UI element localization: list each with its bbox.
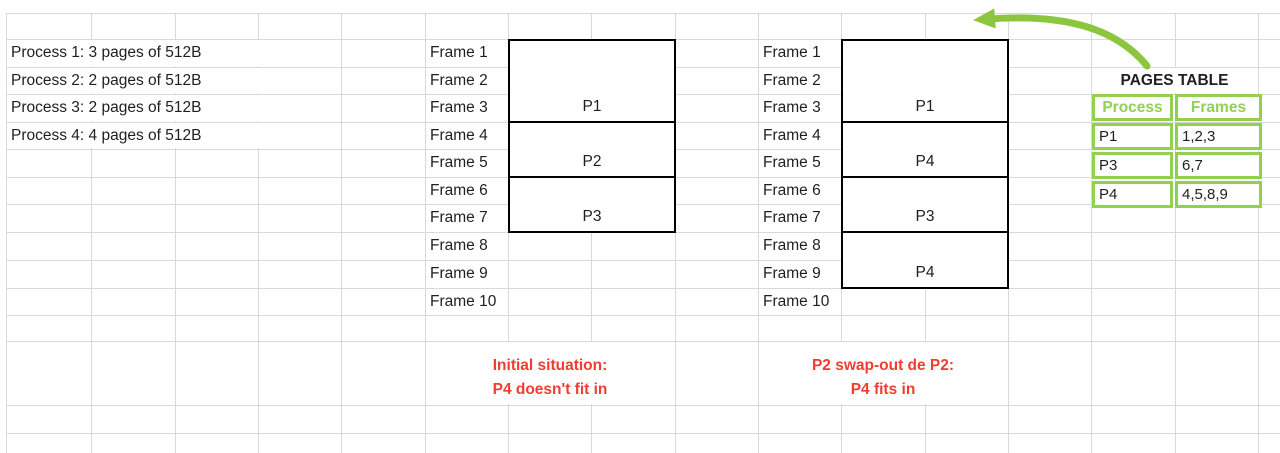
memory-box-p3-right[interactable]: P3 [841,176,1009,233]
pages-table-cell[interactable]: 1,2,3 [1175,123,1262,150]
memory-box-p1-left[interactable]: P1 [508,39,676,123]
memory-box-label: P1 [582,98,602,115]
frame-label-cell[interactable]: Frame 4 [763,126,821,144]
gridline [1175,13,1176,453]
frame-label-cell[interactable]: Frame 1 [430,44,488,61]
frame-label-cell[interactable]: Frame 8 [430,237,488,254]
gridline [341,13,342,453]
pages-table-cell[interactable]: P4 [1092,181,1173,208]
gridline [675,13,676,453]
gridline [6,288,1280,289]
memory-box-p2-left[interactable]: P2 [508,121,676,178]
memory-box-label: P2 [582,153,602,170]
caption-line: P2 swap-out de P2: [811,357,955,374]
frame-label-cell[interactable]: Frame 9 [763,265,821,282]
frame-label-cell[interactable]: Frame 8 [763,237,821,254]
pages-table-header-process[interactable]: Process [1092,94,1173,121]
gridline [6,433,1280,434]
gridline [1091,13,1092,453]
process-cell[interactable]: Process 4: 4 pages of 512B [8,123,259,148]
memory-box-label: P1 [915,98,935,115]
frame-label-cell[interactable]: Frame 2 [430,71,488,89]
memory-box-p4b-right[interactable]: P4 [841,231,1009,289]
memory-box-label: P4 [915,264,935,281]
pages-table-cell[interactable]: 4,5,8,9 [1175,181,1262,208]
caption-swap-out[interactable]: P2 swap-out de P2: P4 fits in [759,342,1007,404]
pages-table-title: PAGES TABLE [1092,68,1257,93]
caption-initial-situation[interactable]: Initial situation: P4 doesn't fit in [426,342,674,404]
gridline [91,13,92,453]
pages-table: Process Frames P1 1,2,3 P3 6,7 P4 4,5,8,… [1092,94,1262,208]
memory-box-label: P3 [582,208,602,225]
gridline [758,13,759,453]
frame-label-cell[interactable]: Frame 6 [430,181,488,199]
gridline [6,405,1280,406]
gridline [591,13,592,453]
gridline [6,315,1280,316]
gridline [6,13,1280,14]
frame-label-cell[interactable]: Frame 2 [763,71,821,89]
process-cell[interactable]: Process 2: 2 pages of 512B [8,68,259,93]
gridline [508,13,509,453]
frame-label-cell[interactable]: Frame 9 [430,265,488,282]
frame-label-cell[interactable]: Frame 1 [763,44,821,61]
pages-table-header-frames[interactable]: Frames [1175,94,1262,121]
memory-box-label: P3 [915,208,935,225]
frame-label-cell[interactable]: Frame 5 [430,154,488,171]
gridline [175,13,176,453]
memory-box-p3-left[interactable]: P3 [508,176,676,233]
gridline [6,260,1280,261]
gridline [1258,13,1259,453]
frame-label-cell[interactable]: Frame 6 [763,181,821,199]
frame-label-cell[interactable]: Frame 7 [763,209,821,226]
process-cell[interactable]: Process 3: 2 pages of 512B [8,95,259,121]
memory-box-p1-right[interactable]: P1 [841,39,1009,123]
caption-line: P4 doesn't fit in [492,381,608,398]
gridline [6,341,1280,342]
pages-table-cell[interactable]: P1 [1092,123,1173,150]
frame-label-cell[interactable]: Frame 5 [763,154,821,171]
swap-arrow[interactable] [950,0,1170,78]
memory-box-label: P4 [915,153,935,170]
frame-label-cell[interactable]: Frame 4 [430,126,488,144]
pages-table-cell[interactable]: P3 [1092,152,1173,179]
process-cell[interactable]: Process 1: 3 pages of 512B [8,40,259,66]
frame-label-cell[interactable]: Frame 10 [763,292,830,310]
frame-label-cell[interactable]: Frame 7 [430,209,488,226]
frame-label-cell[interactable]: Frame 10 [430,292,497,310]
frame-label-cell[interactable]: Frame 3 [430,99,488,116]
gridline [425,13,426,453]
pages-table-cell[interactable]: 6,7 [1175,152,1262,179]
caption-line: Initial situation: [492,357,608,374]
gridline [258,13,259,453]
arrow-curve [973,8,1151,70]
memory-box-p4-right[interactable]: P4 [841,121,1009,178]
gridline [6,13,7,453]
caption-line: P4 fits in [850,381,916,398]
frame-label-cell[interactable]: Frame 3 [763,99,821,116]
